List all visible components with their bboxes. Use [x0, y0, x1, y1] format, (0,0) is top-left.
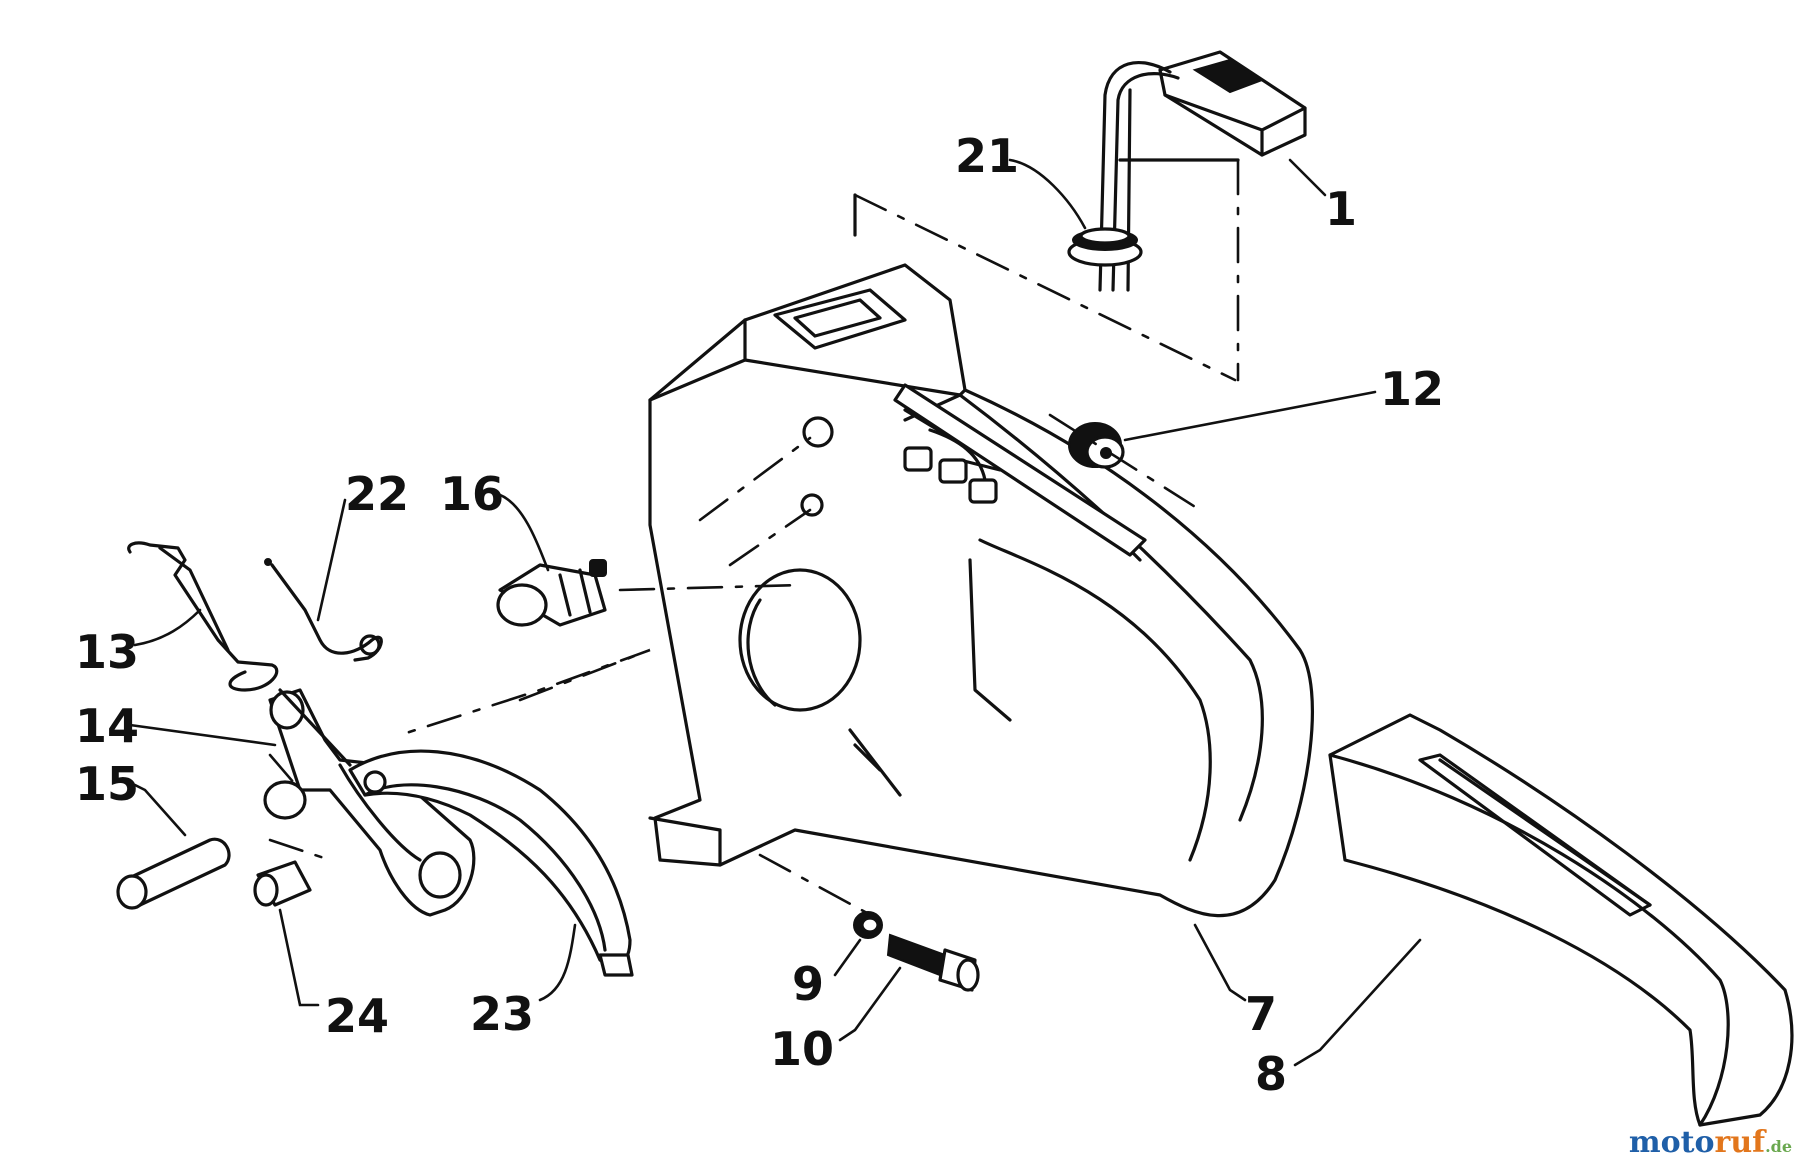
callout-22: 22 — [345, 467, 409, 521]
part-10-screw — [886, 933, 980, 992]
watermark-part1: moto — [1628, 1125, 1715, 1160]
callout-14: 14 — [75, 699, 139, 753]
callout-7: 7 — [1245, 987, 1277, 1041]
part-13-wire-spring — [127, 541, 279, 692]
callout-labels: 1 21 12 22 16 13 14 15 24 23 9 10 7 8 — [75, 129, 1444, 1101]
callout-24: 24 — [325, 989, 389, 1043]
callout-23: 23 — [470, 987, 534, 1041]
callout-15: 15 — [75, 757, 139, 811]
leader-lines — [128, 158, 1422, 1067]
callout-12: 12 — [1380, 362, 1444, 416]
assembly-lines — [268, 158, 1240, 922]
callout-10: 10 — [770, 1022, 834, 1076]
part-9-washer — [853, 911, 883, 939]
part-8-handle-cover — [1328, 713, 1794, 1127]
part-21-grommet — [1067, 227, 1143, 267]
watermark-logo: motoruf.de — [1629, 1125, 1792, 1160]
watermark-part2: ruf — [1714, 1125, 1766, 1160]
part-24-sleeve — [253, 860, 312, 907]
callout-21: 21 — [955, 129, 1019, 183]
callout-1: 1 — [1325, 182, 1357, 236]
callout-13: 13 — [75, 625, 139, 679]
watermark-suffix: .de — [1765, 1137, 1792, 1156]
part-16-fitting — [496, 559, 607, 627]
callout-8: 8 — [1255, 1047, 1287, 1101]
part-22-spring — [264, 558, 383, 662]
part-7-housing — [648, 263, 1314, 918]
part-23-trigger — [348, 749, 634, 977]
part-15-pin — [116, 837, 231, 910]
part-1-switch — [1098, 50, 1307, 292]
callout-9: 9 — [792, 957, 824, 1011]
part-14-lever — [263, 688, 476, 917]
callout-16: 16 — [440, 467, 504, 521]
